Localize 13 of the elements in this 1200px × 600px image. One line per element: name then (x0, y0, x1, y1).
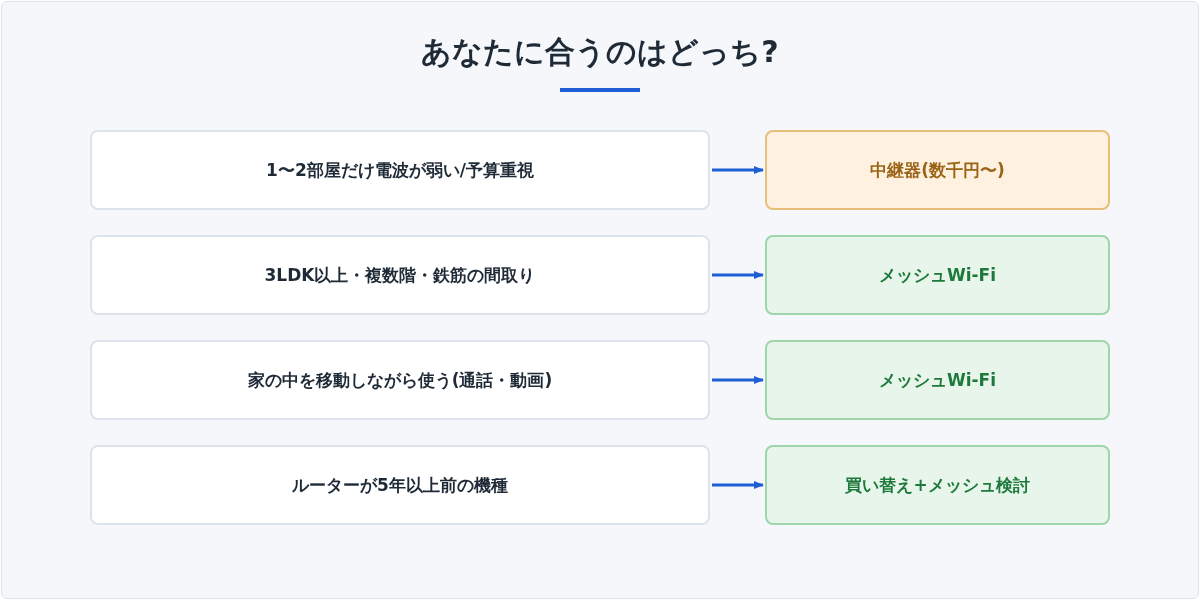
condition-box: 1〜2部屋だけ電波が弱い/予算重視 (90, 130, 710, 210)
condition-box: 3LDK以上・複数階・鉄筋の間取り (90, 235, 710, 315)
condition-box: 家の中を移動しながら使う(通話・動画) (90, 340, 710, 420)
arrow (712, 166, 764, 174)
result-box: 中継器(数千円〜) (765, 130, 1110, 210)
result-box: メッシュWi-Fi (765, 340, 1110, 420)
condition-box: ルーターが5年以上前の機種 (90, 445, 710, 525)
result-box: 買い替え+メッシュ検討 (765, 445, 1110, 525)
arrow (712, 481, 764, 489)
arrow (712, 376, 764, 384)
title: あなたに合うのはどっち? (420, 33, 780, 71)
result-box: メッシュWi-Fi (765, 235, 1110, 315)
arrow (712, 271, 764, 279)
